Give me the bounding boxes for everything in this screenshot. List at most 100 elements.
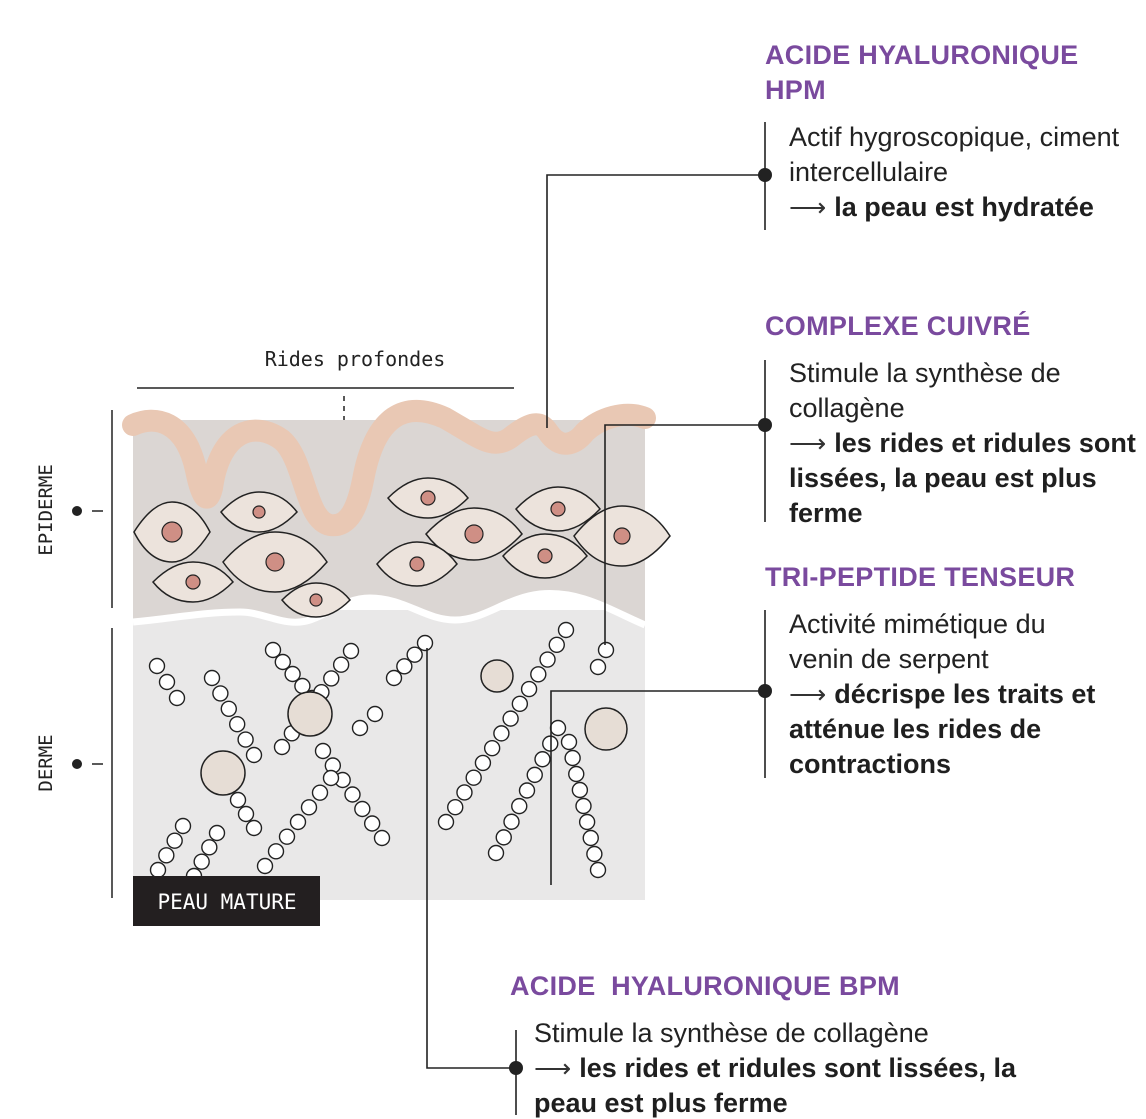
- collagen-bead: [465, 769, 482, 786]
- collagen-bead: [193, 853, 210, 870]
- collagen-bead: [511, 695, 529, 713]
- cell-nucleus: [550, 501, 566, 517]
- collagen-bead: [518, 782, 536, 799]
- collagen-bead: [148, 657, 166, 675]
- leader-ha-hpm: [546, 174, 765, 428]
- cell-nucleus: [161, 521, 183, 543]
- annotation-ha-bpm: ACIDE HYALURONIQUE BPM Stimule la synthè…: [510, 969, 1110, 1119]
- arrow-icon: ⟶: [789, 679, 827, 709]
- collagen-bead: [582, 829, 599, 847]
- collagen-bead: [447, 799, 464, 816]
- sphere: [200, 750, 246, 796]
- dermis-label: DERME: [35, 734, 57, 791]
- collagen-bead: [300, 799, 318, 816]
- epidermis-label: EPIDERME: [35, 464, 57, 556]
- collagen-bead: [323, 670, 340, 687]
- skin-badge-bg: [133, 876, 320, 926]
- collagen-bead: [511, 797, 528, 815]
- cell-nucleus: [464, 524, 484, 544]
- collagen-bead: [289, 813, 307, 831]
- annotation-ha-hpm: ACIDE HYALURONIQUE HPM Actif hygroscopiq…: [765, 38, 1135, 225]
- leader-tripeptide: [550, 690, 765, 885]
- collagen-bead: [597, 641, 615, 659]
- collagen-bead: [578, 813, 596, 831]
- leader-dot-tripeptide: [758, 684, 772, 698]
- collagen-bead: [332, 656, 350, 673]
- collagen-bead: [493, 725, 510, 742]
- collagen-bead: [311, 784, 329, 801]
- collagen-bead: [548, 636, 565, 653]
- hyaluronic-spheres: [200, 659, 628, 796]
- epidermal-cells: [133, 477, 671, 618]
- collagen-bead: [267, 843, 285, 860]
- collagen-bead: [351, 719, 369, 737]
- collagen-bead: [437, 813, 455, 831]
- leader-dot-copper: [758, 418, 772, 432]
- collagen-bead: [256, 857, 274, 875]
- cell-nucleus: [185, 574, 201, 590]
- wrinkle-label: Rides profondes: [265, 347, 446, 371]
- collagen-bead: [228, 716, 246, 733]
- annotation-tripeptide: TRI-PEPTIDE TENSEUR Activité mimétique d…: [765, 560, 1140, 782]
- annotation-result: les rides et ridules sont lissées, la pe…: [534, 1053, 1016, 1118]
- collagen-bead: [564, 749, 581, 767]
- stratum-corneum-band: [122, 399, 656, 537]
- collagen-bead: [274, 653, 291, 671]
- collagen-bead: [166, 832, 183, 849]
- collagen-bead: [495, 829, 512, 846]
- annotation-body: Stimule la synthèse de collagène ⟶les ri…: [789, 356, 1144, 531]
- collagen-bead: [363, 815, 381, 832]
- annotation-description: Activité mimétique du venin de serpent: [789, 609, 1046, 674]
- skin-badge-label: PEAU MATURE: [157, 890, 296, 914]
- sphere: [480, 659, 514, 693]
- collagen-bead: [589, 658, 607, 676]
- arrow-icon: ⟶: [789, 428, 827, 458]
- collagen-bead: [474, 754, 492, 772]
- collagen-bead: [503, 813, 520, 830]
- annotation-result: la peau est hydratée: [834, 192, 1094, 222]
- annotation-copper: COMPLEXE CUIVRÉ Stimule la synthèse de c…: [765, 309, 1140, 531]
- cell-nucleus: [409, 556, 425, 572]
- collagen-bead: [586, 845, 603, 863]
- collagen-bead: [456, 784, 473, 801]
- leader-dot-ha-hpm: [758, 168, 772, 182]
- sphere: [287, 691, 333, 737]
- collagen-bead: [549, 719, 567, 737]
- annotation-title: COMPLEXE CUIVRÉ: [765, 311, 1031, 341]
- collagen-bead: [342, 642, 360, 660]
- annotation-body: Stimule la synthèse de collagène ⟶les ri…: [534, 1016, 1074, 1119]
- cell-nucleus: [420, 490, 436, 506]
- collagen-bead: [487, 844, 505, 862]
- collagen-bead: [237, 731, 254, 748]
- collagen-bead: [212, 685, 229, 702]
- collagen-bead: [502, 710, 519, 727]
- collagen-bead: [264, 641, 282, 659]
- annotation-description: Stimule la synthèse de collagène: [534, 1018, 929, 1048]
- collagen-bead: [168, 689, 186, 707]
- annotation-body: Actif hygroscopique, ciment intercellula…: [789, 120, 1139, 225]
- epidermis-marker-dot: [72, 506, 82, 516]
- collagen-bead: [575, 797, 592, 815]
- collagen-bead: [201, 839, 218, 856]
- collagen-bead: [220, 700, 238, 717]
- leader-lines: [426, 122, 766, 1115]
- annotation-result: décrispe les traits et atténue les rides…: [789, 679, 1096, 779]
- collagen-bead: [273, 738, 291, 756]
- collagen-bead: [483, 739, 501, 757]
- collagen-bead: [208, 824, 226, 842]
- cell-nucleus: [309, 593, 323, 607]
- collagen-bead: [354, 800, 371, 818]
- collagen-bead: [229, 791, 247, 809]
- collagen-bead: [539, 651, 556, 668]
- cell-nucleus: [613, 527, 631, 545]
- collagen-bead: [534, 751, 551, 768]
- collagen-bead: [406, 646, 423, 663]
- collagen-bead: [314, 742, 332, 760]
- annotation-title: TRI-PEPTIDE TENSEUR: [765, 562, 1076, 592]
- annotation-description: Actif hygroscopique, ciment intercellula…: [789, 122, 1120, 187]
- collagen-bead: [416, 634, 434, 652]
- annotation-description: Stimule la synthèse de collagène: [789, 358, 1061, 423]
- collagen-bead: [322, 769, 340, 787]
